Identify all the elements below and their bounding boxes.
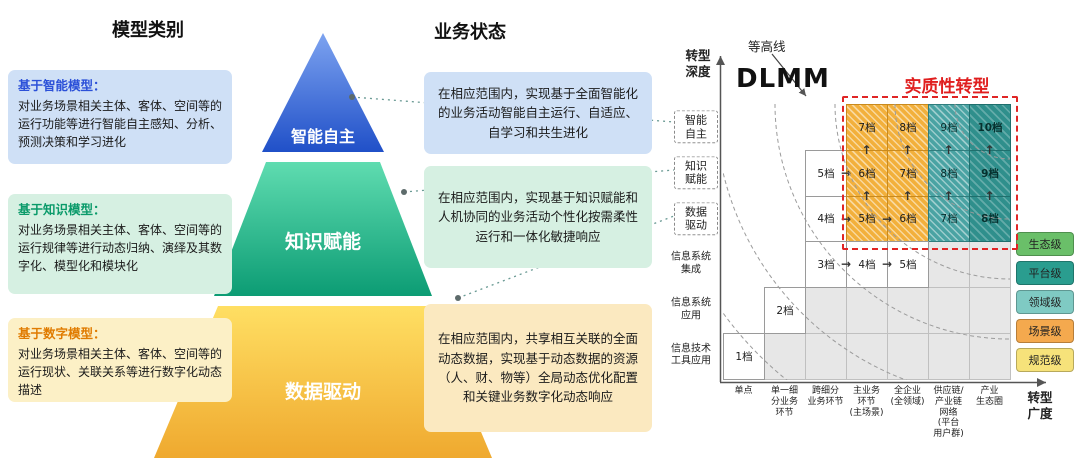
model-box-intelligent-title: 基于智能模型： bbox=[18, 78, 106, 93]
legend-item: 平台级 bbox=[1016, 261, 1074, 285]
legend-item: 领域级 bbox=[1016, 290, 1074, 314]
grid-cell-empty bbox=[887, 287, 929, 334]
x-axis-label: 单一细 分业务 环节 bbox=[770, 386, 799, 418]
grid-cell-empty bbox=[805, 287, 847, 334]
grid-cell-empty bbox=[846, 287, 888, 334]
model-box-knowledge: 基于知识模型： 对业务场景相关主体、客体、空间等的运行规律等进行动态归纳、演绎及… bbox=[8, 194, 232, 294]
status-box-knowledge: 在相应范围内，实现基于知识赋能和人机协同的业务活动个性化按需柔性运行和一体化敏捷… bbox=[424, 166, 652, 268]
breadth-axis-label: 转型 广度 bbox=[1027, 390, 1053, 422]
y-axis-label: 知识 赋能 bbox=[674, 155, 718, 190]
grid-cell-empty bbox=[887, 333, 929, 380]
status-box-knowledge-text: 在相应范围内，实现基于知识赋能和人机协同的业务活动个性化按需柔性运行和一体化敏捷… bbox=[437, 189, 638, 244]
pyramid-label-intelligent: 智能自主 bbox=[291, 127, 355, 146]
y-axis-label: 信息技术 工具应用 bbox=[671, 343, 711, 367]
flow-arrow-right: → bbox=[840, 257, 852, 272]
status-box-intelligent: 在相应范围内，实现基于全面智能化的业务活动智能自主运行、自适应、自学习和共生进化 bbox=[424, 72, 652, 154]
x-axis-label: 主业务 环节 (主场景) bbox=[849, 386, 884, 418]
grid-cell-empty bbox=[969, 333, 1011, 380]
y-axis-label: 数据 驱动 bbox=[674, 201, 718, 236]
grid-cell-empty bbox=[805, 333, 847, 380]
grid-cell: 1档 bbox=[723, 333, 765, 380]
x-axis-label: 全企业 (全领域) bbox=[890, 386, 925, 407]
depth-axis-label: 转型 深度 bbox=[685, 48, 711, 80]
header-model-category: 模型类别 bbox=[112, 20, 184, 41]
legend-item: 规范级 bbox=[1016, 348, 1074, 372]
status-box-data-text: 在相应范围内，共享相互关联的全面动态数据，实现基于动态数据的资源（人、财、物等）… bbox=[437, 331, 638, 405]
grid-cell-empty bbox=[969, 287, 1011, 334]
model-box-knowledge-title: 基于知识模型： bbox=[18, 202, 106, 217]
contour-label: 等高线 bbox=[748, 39, 786, 54]
substantive-transformation-box bbox=[842, 96, 1018, 250]
x-axis-label: 供应链/ 产业链 网络 (平台 用户群) bbox=[933, 386, 964, 440]
grid-cell-empty bbox=[846, 333, 888, 380]
grid-cell: 2档 bbox=[764, 287, 806, 334]
model-box-intelligent: 基于智能模型： 对业务场景相关主体、客体、空间等的运行功能等进行智能自主感知、分… bbox=[8, 70, 232, 164]
legend-item: 生态级 bbox=[1016, 232, 1074, 256]
pyramid-label-data: 数据驱动 bbox=[285, 380, 361, 403]
grid-cell-empty bbox=[764, 333, 806, 380]
y-axis-label: 智能 自主 bbox=[674, 110, 718, 144]
pyramid-level-intelligent bbox=[262, 33, 384, 152]
substantive-transformation-label: 实质性转型 bbox=[904, 77, 990, 97]
legend-item: 场景级 bbox=[1016, 319, 1074, 343]
x-axis-label: 跨细分 业务环节 bbox=[807, 386, 844, 407]
pyramid-level-knowledge bbox=[214, 162, 432, 296]
model-box-data-title: 基于数字模型： bbox=[18, 326, 106, 341]
pyramid-label-knowledge: 知识赋能 bbox=[285, 230, 361, 253]
model-box-intelligent-body: 对业务场景相关主体、客体、空间等的运行功能等进行智能自主感知、分析、预测决策和学… bbox=[18, 98, 223, 149]
flow-arrow-right: → bbox=[881, 257, 893, 272]
model-box-knowledge-body: 对业务场景相关主体、客体、空间等的运行规律等进行动态归纳、演绎及其数字化、模型化… bbox=[18, 222, 223, 273]
model-box-data-body: 对业务场景相关主体、客体、空间等的运行现状、关联关系等进行数字化动态描述 bbox=[18, 346, 223, 397]
status-box-intelligent-text: 在相应范围内，实现基于全面智能化的业务活动智能自主运行、自适应、自学习和共生进化 bbox=[437, 85, 638, 140]
model-box-data: 基于数字模型： 对业务场景相关主体、客体、空间等的运行现状、关联关系等进行数字化… bbox=[8, 318, 232, 402]
y-axis-label: 信息系统 应用 bbox=[671, 297, 711, 322]
dlmm-logo: DLMM bbox=[736, 64, 830, 94]
y-axis-label: 信息系统 集成 bbox=[671, 251, 711, 276]
x-axis-label: 单点 bbox=[734, 386, 753, 396]
status-box-data: 在相应范围内，共享相互关联的全面动态数据，实现基于动态数据的资源（人、财、物等）… bbox=[424, 304, 652, 432]
grid-cell-empty bbox=[928, 333, 970, 380]
x-axis-label: 产业 生态圈 bbox=[975, 386, 1004, 407]
header-business-status: 业务状态 bbox=[434, 22, 506, 43]
grid-cell-empty bbox=[928, 287, 970, 334]
